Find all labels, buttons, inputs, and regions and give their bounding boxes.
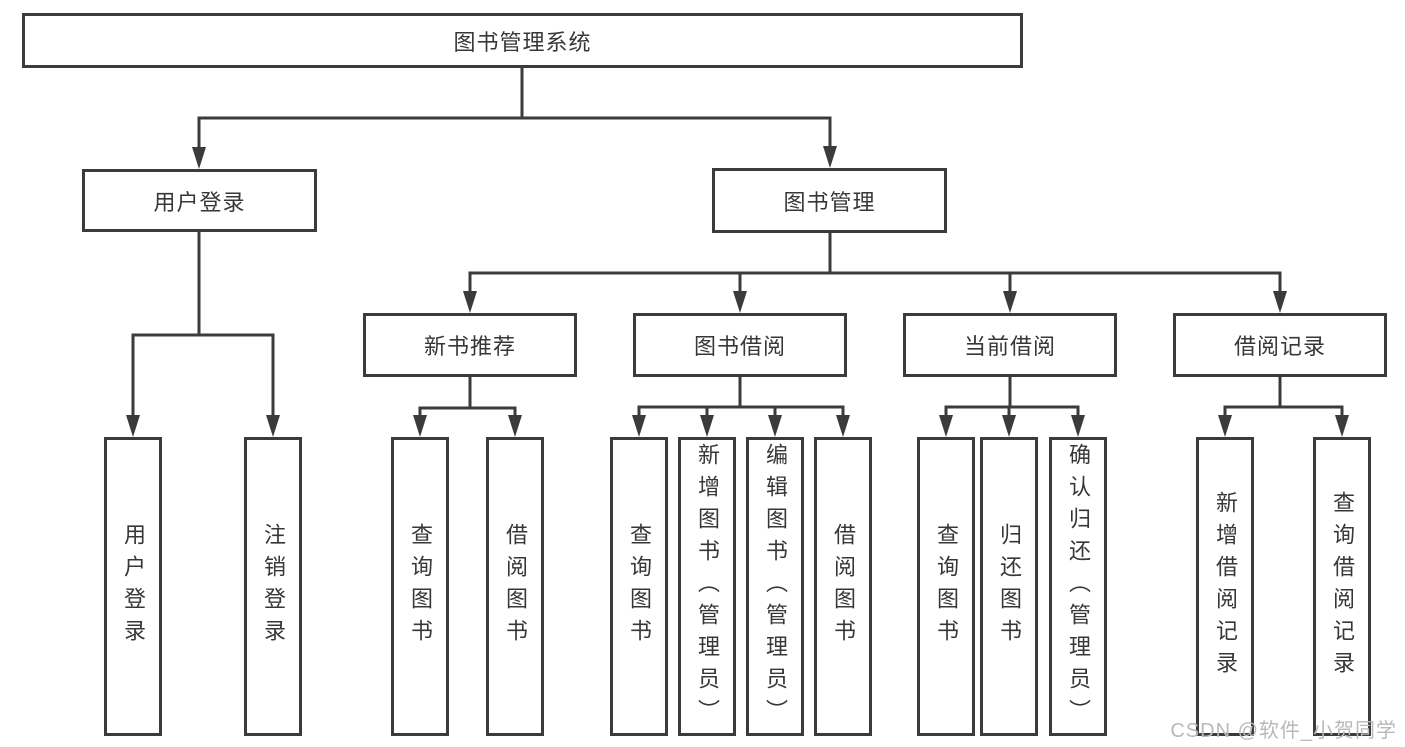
node-user-login: 用户登录 <box>82 169 317 232</box>
leaf-add-books-admin: 新增图书（管理员） <box>678 437 736 736</box>
leaf-borrow-books-recommend: 借阅图书 <box>486 437 544 736</box>
arrow-down-icon <box>836 415 850 437</box>
arrow-down-icon <box>733 291 747 313</box>
leaf-label: 新增借阅记录 <box>1213 490 1238 683</box>
leaf-add-borrow-record: 新增借阅记录 <box>1196 437 1254 736</box>
leaf-label: 归还图书 <box>997 522 1022 651</box>
leaf-user-login: 用户登录 <box>104 437 162 736</box>
arrow-down-icon <box>768 415 782 437</box>
leaf-logout: 注销登录 <box>244 437 302 736</box>
leaf-query-borrow-record: 查询借阅记录 <box>1313 437 1371 736</box>
leaf-label: 查询图书 <box>934 522 959 651</box>
leaf-borrow-books-borrowing: 借阅图书 <box>814 437 872 736</box>
arrow-down-icon <box>126 415 140 437</box>
leaf-label: 查询借阅记录 <box>1330 490 1355 683</box>
arrow-down-icon <box>1273 291 1287 313</box>
arrow-down-icon <box>463 291 477 313</box>
leaf-edit-books-admin: 编辑图书（管理员） <box>746 437 804 736</box>
arrow-down-icon <box>508 415 522 437</box>
node-book-borrowing: 图书借阅 <box>633 313 847 377</box>
arrow-down-icon <box>1071 415 1085 437</box>
leaf-label: 借阅图书 <box>831 522 856 651</box>
node-borrowing-records: 借阅记录 <box>1173 313 1387 377</box>
leaf-label: 查询图书 <box>627 522 652 651</box>
arrow-down-icon <box>413 415 427 437</box>
leaf-label: 借阅图书 <box>503 522 528 651</box>
arrow-down-icon <box>632 415 646 437</box>
node-new-book-recommendation: 新书推荐 <box>363 313 577 377</box>
leaf-label: 新增图书（管理员） <box>695 442 720 731</box>
arrow-down-icon <box>1218 415 1232 437</box>
leaf-label: 用户登录 <box>121 522 146 651</box>
leaf-label: 查询图书 <box>408 522 433 651</box>
arrow-down-icon <box>266 415 280 437</box>
arrow-down-icon <box>823 146 837 168</box>
arrow-down-icon <box>192 147 206 169</box>
arrow-down-icon <box>1003 291 1017 313</box>
leaf-query-books-borrowing: 查询图书 <box>610 437 668 736</box>
leaf-return-books: 归还图书 <box>980 437 1038 736</box>
leaf-label: 编辑图书（管理员） <box>763 442 788 731</box>
node-library-system: 图书管理系统 <box>22 13 1023 68</box>
leaf-query-books-recommend: 查询图书 <box>391 437 449 736</box>
node-book-management: 图书管理 <box>712 168 947 233</box>
arrow-down-icon <box>1335 415 1349 437</box>
arrow-down-icon <box>939 415 953 437</box>
arrow-down-icon <box>700 415 714 437</box>
node-current-borrowing: 当前借阅 <box>903 313 1117 377</box>
leaf-query-books-current: 查询图书 <box>917 437 975 736</box>
leaf-label: 确认归还（管理员） <box>1066 442 1091 731</box>
leaf-label: 注销登录 <box>261 522 286 651</box>
leaf-confirm-return-admin: 确认归还（管理员） <box>1049 437 1107 736</box>
csdn-watermark: CSDN @软件_小贺同学 <box>1170 720 1397 742</box>
arrow-down-icon <box>1002 415 1016 437</box>
